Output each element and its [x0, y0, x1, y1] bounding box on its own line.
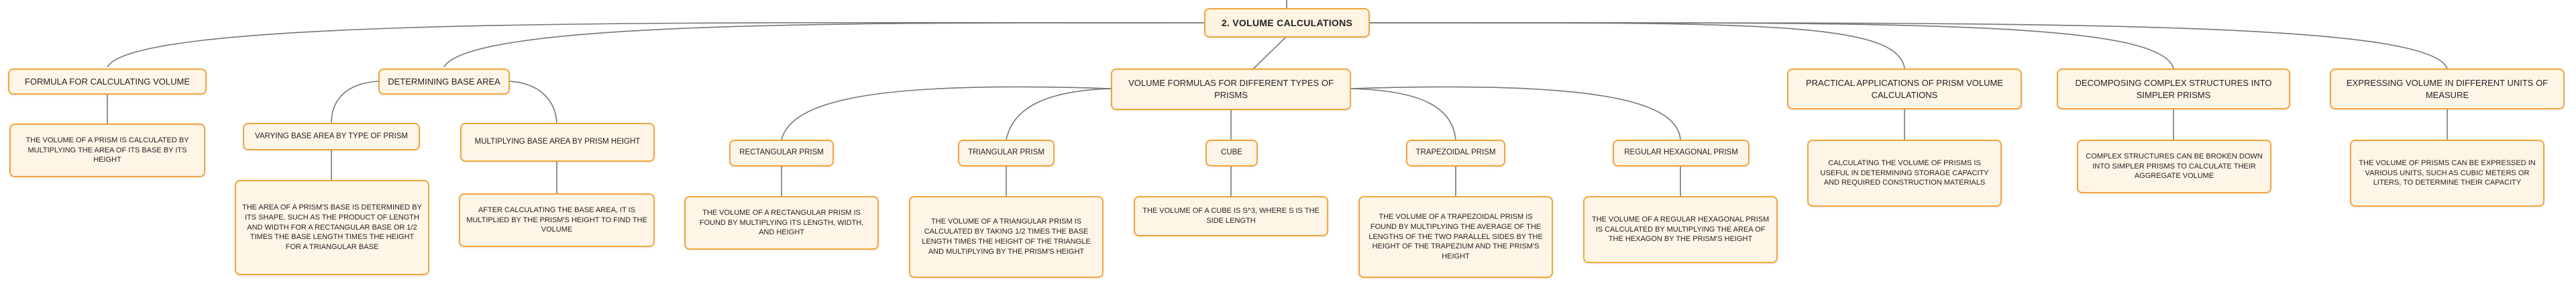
- connector-formulas-trapezoidal: [1350, 88, 1456, 140]
- hexagonal-node[interactable]: REGULAR HEXAGONAL PRISM: [1613, 140, 1750, 166]
- connector-formulas-hexagonal: [1350, 86, 1681, 140]
- base-area-node[interactable]: DETERMINING BASE AREA: [378, 68, 510, 95]
- decomposing-detail: COMPLEX STRUCTURES CAN BE BROKEN DOWN IN…: [2077, 140, 2271, 193]
- practical-detail: CALCULATING THE VOLUME OF PRISMS IS USEF…: [1807, 140, 2002, 207]
- connector-base-varying: [331, 81, 379, 124]
- rectangular-node[interactable]: RECTANGULAR PRISM: [729, 140, 834, 166]
- formula-node[interactable]: FORMULA FOR CALCULATING VOLUME: [8, 68, 207, 95]
- multiplying-node[interactable]: MULTIPLYING BASE AREA BY PRISM HEIGHT: [460, 123, 655, 162]
- hexagonal-detail: THE VOLUME OF A REGULAR HEXAGONAL PRISM …: [1583, 196, 1778, 263]
- units-detail: THE VOLUME OF PRISMS CAN BE EXPRESSED IN…: [2350, 140, 2544, 207]
- connector-formulas-rectangular: [781, 86, 1112, 140]
- triangular-node[interactable]: TRIANGULAR PRISM: [958, 140, 1055, 166]
- trapezoidal-detail: THE VOLUME OF A TRAPEZOIDAL PRISM IS FOU…: [1358, 196, 1553, 278]
- connector-root-units: [1369, 22, 2448, 69]
- root-node[interactable]: 2. VOLUME CALCULATIONS: [1204, 8, 1370, 38]
- decomposing-node[interactable]: DECOMPOSING COMPLEX STRUCTURES INTO SIMP…: [2057, 68, 2290, 109]
- formula-detail: THE VOLUME OF A PRISM IS CALCULATED BY M…: [9, 124, 205, 177]
- connector-root-base-area: [443, 22, 1205, 68]
- practical-node[interactable]: PRACTICAL APPLICATIONS OF PRISM VOLUME C…: [1787, 68, 2022, 109]
- connector-root-practical: [1369, 22, 1905, 69]
- connector-formulas-triangular: [1006, 88, 1112, 140]
- varying-node[interactable]: VARYING BASE AREA BY TYPE OF PRISM: [243, 123, 420, 150]
- trapezoidal-node[interactable]: TRAPEZOIDAL PRISM: [1406, 140, 1505, 166]
- rectangular-detail: THE VOLUME OF A RECTANGULAR PRISM IS FOU…: [684, 196, 879, 250]
- units-node[interactable]: EXPRESSING VOLUME IN DIFFERENT UNITS OF …: [2330, 68, 2565, 109]
- multiplying-detail: AFTER CALCULATING THE BASE AREA, IT IS M…: [459, 193, 655, 247]
- formulas-node[interactable]: VOLUME FORMULAS FOR DIFFERENT TYPES OF P…: [1111, 68, 1351, 110]
- connector-base-multiplying: [509, 81, 557, 124]
- cube-node[interactable]: CUBE: [1205, 140, 1258, 166]
- cube-detail: THE VOLUME OF A CUBE IS S^3, WHERE S IS …: [1134, 196, 1328, 236]
- connector-root-decomposing: [1369, 22, 2174, 69]
- varying-detail: THE AREA OF A PRISM'S BASE IS DETERMINED…: [235, 180, 429, 275]
- triangular-detail: THE VOLUME OF A TRIANGULAR PRISM IS CALC…: [909, 196, 1104, 278]
